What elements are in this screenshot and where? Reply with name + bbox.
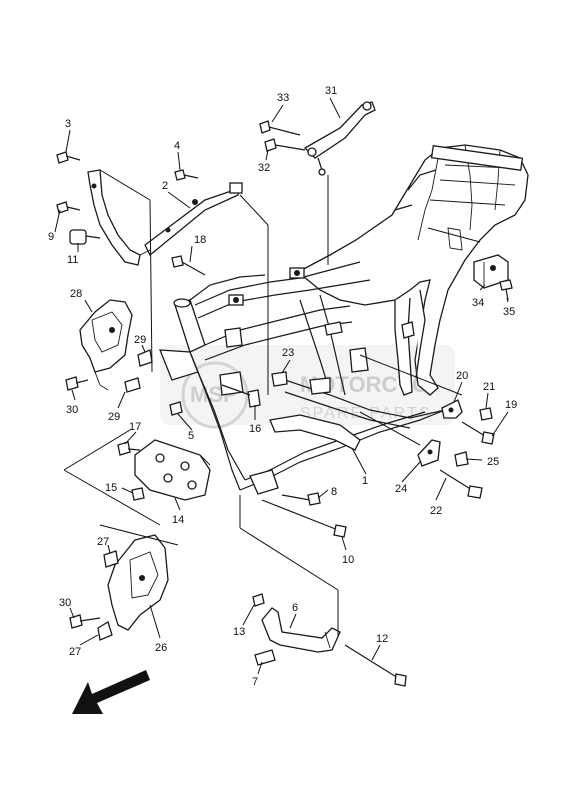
part-3-handle [69,169,141,266]
label-8: 8 [331,486,337,498]
label-33: 33 [277,92,289,104]
bolt-30-upper [65,376,89,391]
nut-5 [169,401,183,416]
nut-15 [131,487,145,501]
bolt-18 [171,255,206,276]
part-23-rubber [271,371,288,387]
nut-13 [252,593,265,607]
part-28-cover [79,299,133,391]
label-34: 34 [472,297,484,309]
label-22: 22 [430,505,442,517]
label-14: 14 [172,514,184,526]
label-1: 1 [362,475,368,487]
part-29-tag [124,349,153,393]
label-29-lower: 29 [108,411,120,423]
bolt-19 [461,421,495,445]
part-20-bracket [441,399,463,419]
label-30-lower: 30 [59,597,71,609]
leader-lines [54,97,509,675]
label-3: 3 [65,118,71,130]
part-6-stand [261,607,341,653]
label-20: 20 [456,370,468,382]
nut-25 [454,451,469,467]
label-10: 10 [342,554,354,566]
main-frame [159,144,529,495]
bolt-10 [261,499,347,538]
bolt-30-lower [69,614,101,629]
label-35: 35 [503,306,515,318]
bolt-32 [264,138,306,152]
part-7-pin [254,649,276,666]
bolt-35 [499,279,513,301]
label-18: 18 [194,234,206,246]
bolt-12 [344,644,407,687]
bolt-33 [259,120,301,136]
bolt-4 [174,169,199,181]
bolt-9 [56,201,81,214]
label-27-lower: 27 [69,646,81,658]
label-13: 13 [233,626,245,638]
label-12: 12 [376,633,388,645]
label-6: 6 [292,602,298,614]
label-9: 9 [48,231,54,243]
watermark-line2: SPARE PARTS [300,405,431,422]
label-19: 19 [505,399,517,411]
label-27-upper: 27 [97,536,109,548]
part-27-tag [97,550,119,641]
part-2-bracket [139,182,243,257]
label-16: 16 [249,423,261,435]
bolt-21 [479,407,493,421]
part-14-plate [134,439,211,501]
label-11: 11 [67,254,78,266]
label-21: 21 [483,381,495,393]
part-24-bracket [417,439,441,467]
part-labels: 31 33 3 4 32 2 9 18 11 28 34 35 29 23 20… [48,85,517,688]
label-32: 32 [258,162,270,174]
label-25: 25 [487,456,499,468]
label-4: 4 [174,140,180,152]
label-30-upper: 30 [66,404,78,416]
label-26: 26 [155,642,167,654]
label-2: 2 [162,180,168,192]
label-24: 24 [395,483,407,495]
label-28: 28 [70,288,82,300]
label-5: 5 [188,430,194,442]
bolt-8 [281,492,321,506]
label-7: 7 [252,676,258,688]
label-17: 17 [129,421,141,433]
bolt-22 [439,469,483,499]
part-31-rod [303,101,376,176]
label-15: 15 [105,482,117,494]
bolt-17 [117,441,141,456]
bolt-3 [56,151,81,164]
label-31: 31 [325,85,337,97]
label-23: 23 [282,347,294,359]
bolt-16 [221,384,261,408]
part-26-cover [107,534,169,631]
front-direction-arrow [72,670,150,714]
label-29-upper: 29 [134,334,146,346]
